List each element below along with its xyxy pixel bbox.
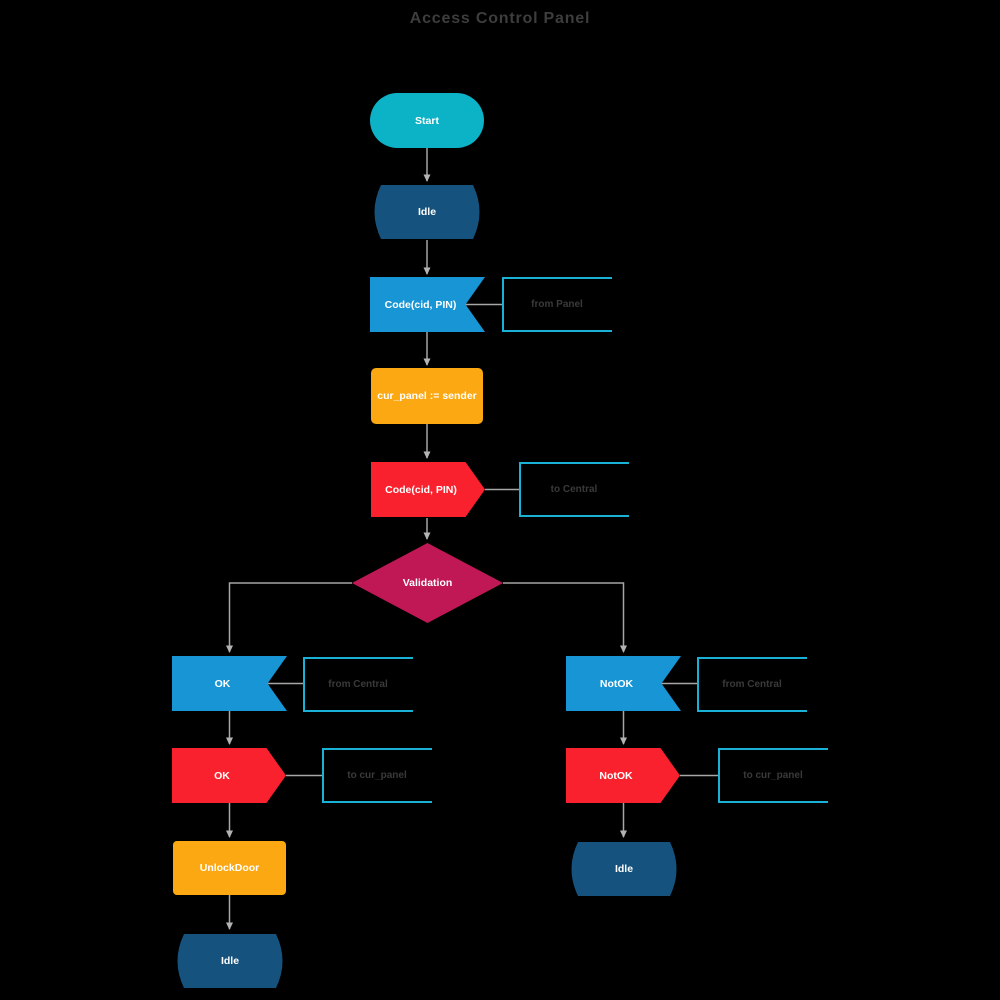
comment-bracket-shape <box>502 277 612 332</box>
flow-node-task-curpanel[interactable]: cur_panel := sender <box>371 368 483 424</box>
comment-from-central-left[interactable]: from Central <box>303 657 413 712</box>
diagram-title: Access Control Panel <box>409 10 591 27</box>
comment-from-panel[interactable]: from Panel <box>502 277 612 332</box>
flow-node-task-unlockdoor[interactable]: UnlockDoor <box>173 841 286 895</box>
flow-node-idle-right[interactable]: Idle <box>567 841 681 897</box>
node-label: Start <box>415 114 439 127</box>
comment-label: from Panel <box>531 299 583 310</box>
node-label: Validation <box>402 577 453 589</box>
flow-node-send-ok[interactable]: OK <box>172 748 286 803</box>
node-label: Idle <box>614 863 634 875</box>
state-shape <box>177 934 283 988</box>
receive-signal-shape <box>172 656 287 711</box>
flow-node-decision-validation[interactable]: Validation <box>352 543 503 623</box>
comment-to-curpanel-left[interactable]: to cur_panel <box>322 748 432 803</box>
comment-label: to cur_panel <box>347 770 407 781</box>
node-label: Idle <box>220 955 240 967</box>
state-shape <box>571 842 677 896</box>
comment-label: from Central <box>328 679 388 690</box>
send-signal-shape <box>172 748 286 803</box>
task-shape <box>173 841 286 895</box>
node-label: NotOK <box>599 769 633 782</box>
send-signal-shape <box>371 462 485 517</box>
flow-node-receive-ok[interactable]: OK <box>172 656 287 711</box>
comment-bracket-shape <box>718 748 828 803</box>
comment-to-central[interactable]: to Central <box>519 462 629 517</box>
comment-label: to cur_panel <box>743 770 803 781</box>
decision-shape <box>352 543 503 623</box>
send-signal-shape <box>566 748 680 803</box>
comment-label: to Central <box>550 484 598 495</box>
flow-node-start[interactable]: Start <box>370 93 484 148</box>
comment-bracket-shape <box>322 748 432 803</box>
comment-bracket-shape <box>303 657 413 712</box>
node-label: cur_panel := sender <box>377 390 477 402</box>
flow-node-idle-top[interactable]: Idle <box>370 184 484 240</box>
flow-node-receive-notok[interactable]: NotOK <box>566 656 681 711</box>
connector-decision-ok <box>226 582 352 653</box>
flow-node-receive-code[interactable]: Code(cid, PIN) <box>370 277 485 332</box>
node-label: Idle <box>417 206 437 218</box>
connector-decision-notok <box>503 582 627 653</box>
start-terminator-shape <box>370 93 484 148</box>
flow-node-idle-left[interactable]: Idle <box>173 933 287 989</box>
node-label: NotOK <box>599 677 634 690</box>
state-shape <box>374 185 480 239</box>
node-label: Code(cid, PIN) <box>384 298 457 311</box>
receive-signal-shape <box>370 277 485 332</box>
node-label: UnlockDoor <box>199 862 260 874</box>
comment-label: from Central <box>722 679 782 690</box>
task-shape <box>371 368 483 424</box>
node-label: OK <box>214 677 231 690</box>
comment-bracket-shape <box>519 462 629 517</box>
node-label: OK <box>214 769 230 782</box>
comment-from-central-right[interactable]: from Central <box>697 657 807 712</box>
flow-node-send-code[interactable]: Code(cid, PIN) <box>371 462 485 517</box>
flow-node-send-notok[interactable]: NotOK <box>566 748 680 803</box>
receive-signal-shape <box>566 656 681 711</box>
comment-bracket-shape <box>697 657 807 712</box>
node-label: Code(cid, PIN) <box>385 483 457 496</box>
comment-to-curpanel-right[interactable]: to cur_panel <box>718 748 828 803</box>
